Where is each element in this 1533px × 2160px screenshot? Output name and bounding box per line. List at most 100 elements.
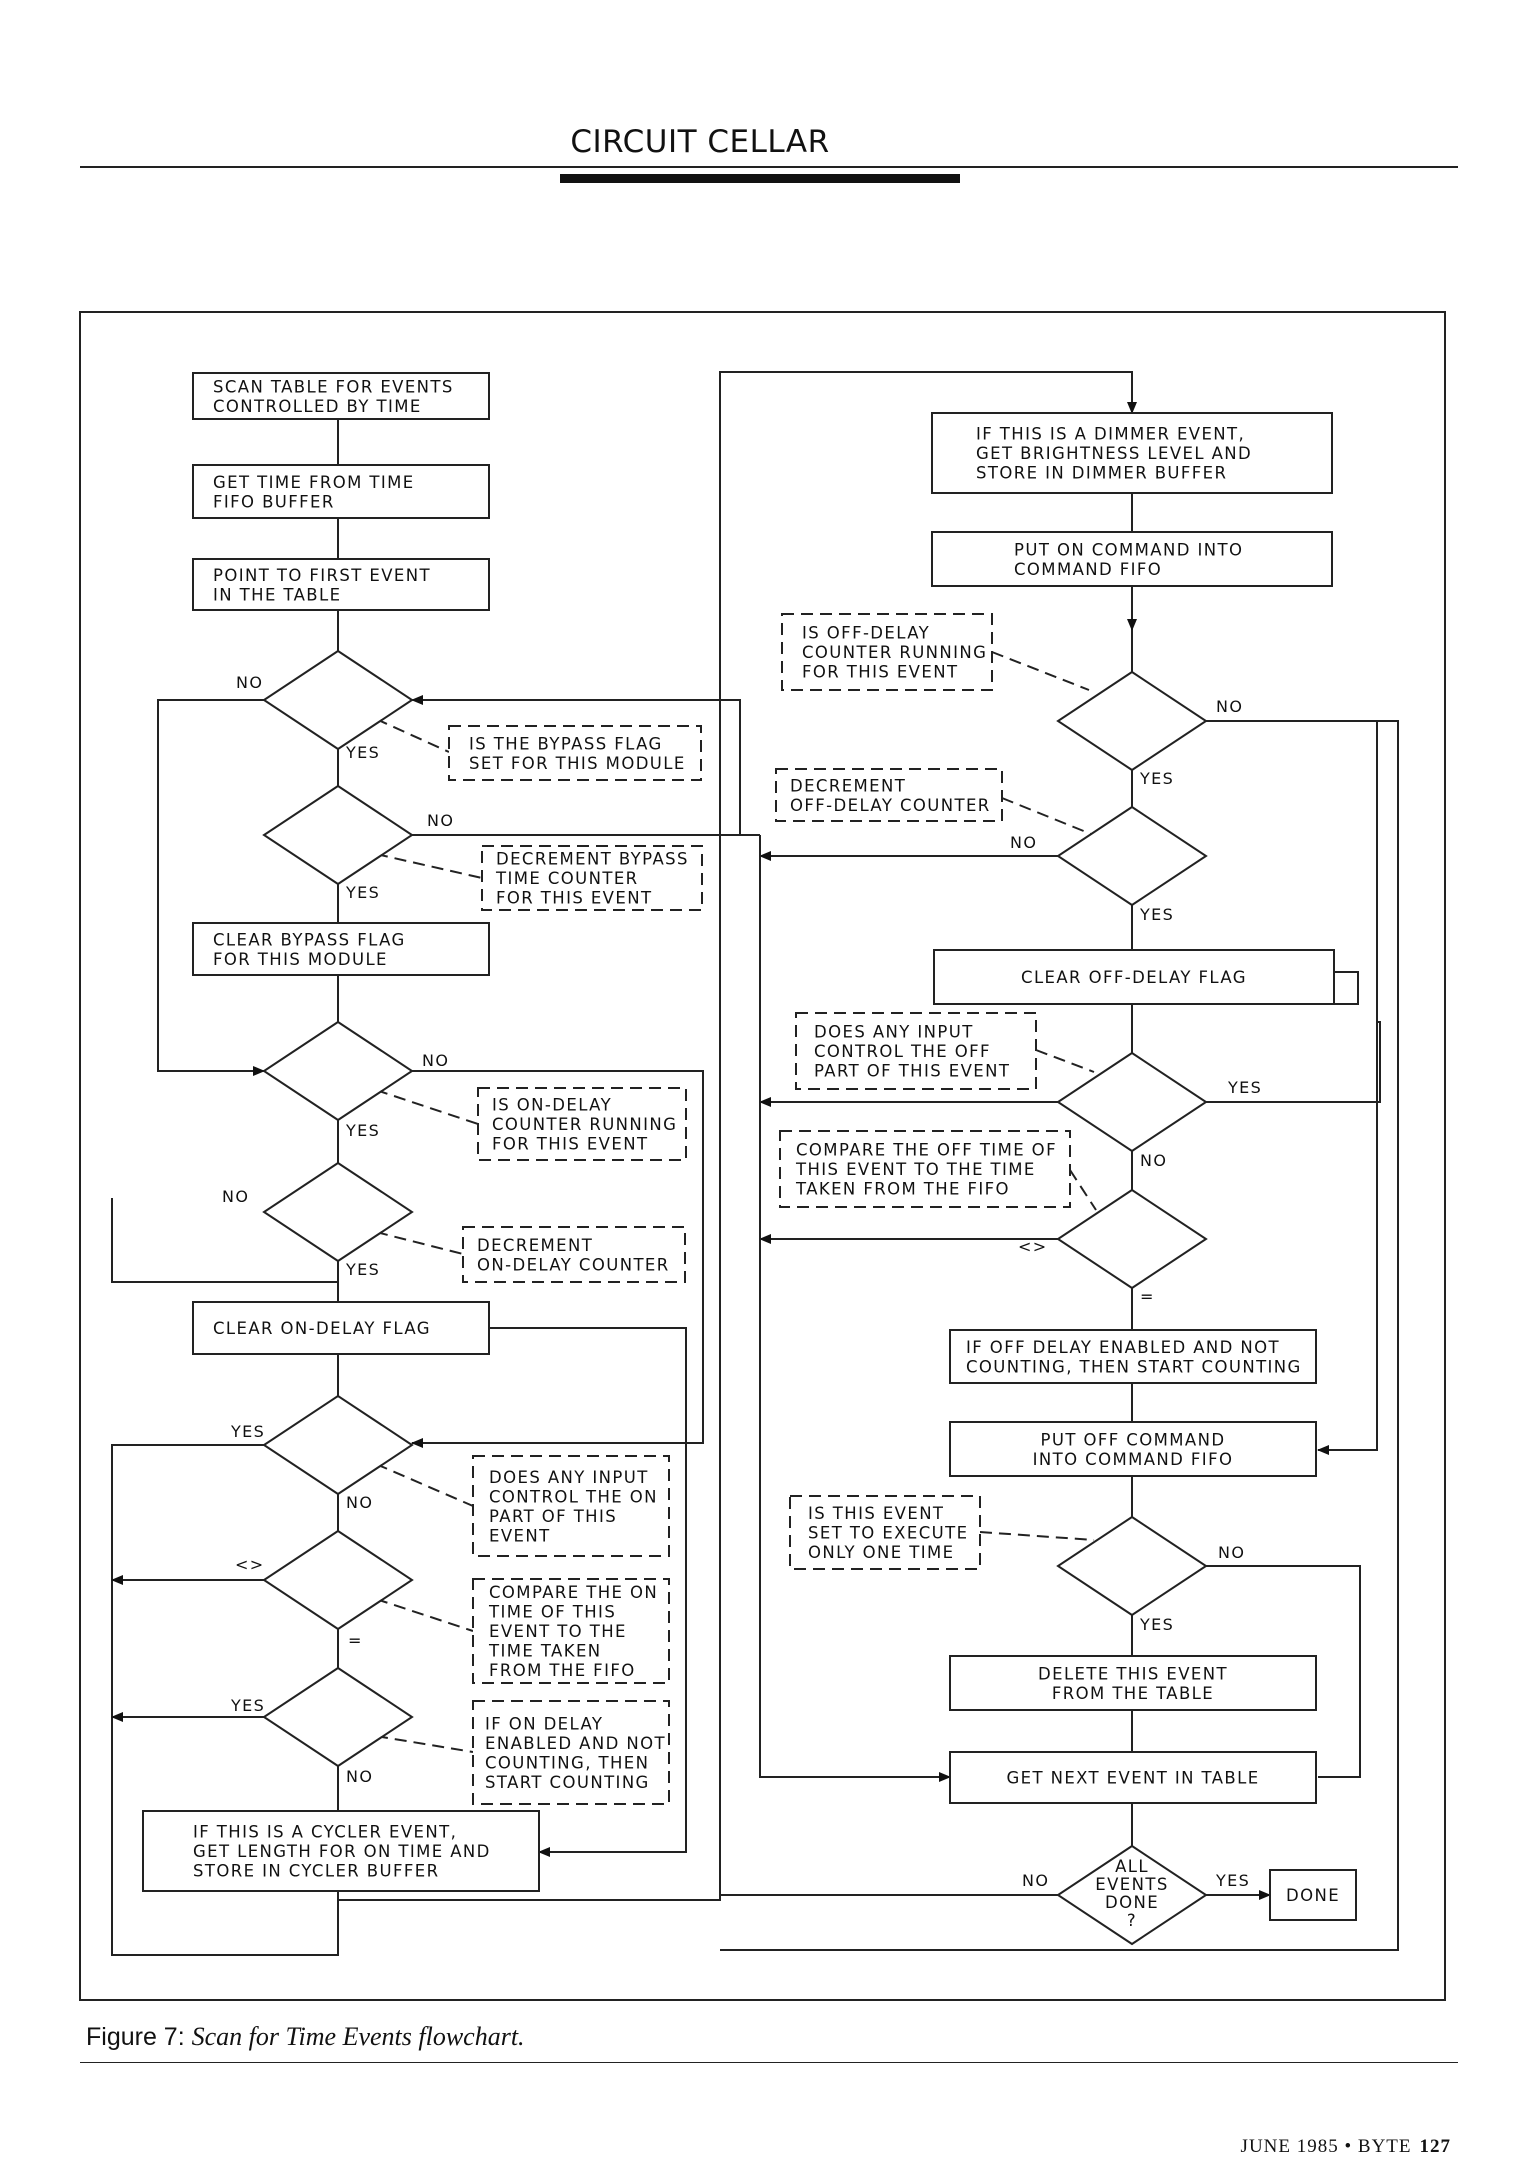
decrement-on-delay-note-text: DECREMENT [477, 1236, 593, 1255]
flow-line [991, 651, 1090, 691]
decrement-off-note-text: OFF-DELAY COUNTER [790, 796, 991, 815]
decrement-bypass-note-text: DECREMENT BYPASS [496, 850, 689, 869]
off-delay-note-text: COUNTER RUNNING [802, 643, 987, 662]
flow-line [375, 1231, 464, 1255]
on-delay-zero-no-label: NO [222, 1187, 249, 1206]
get-time-box-text: FIFO BUFFER [213, 492, 335, 511]
flow-line [1334, 971, 1359, 1005]
on-delay-zero-decision [262, 1161, 414, 1263]
header-rule [80, 166, 1458, 168]
scan-table-box [192, 372, 490, 420]
dimmer-box-text: GET BRIGHTNESS LEVEL AND [976, 444, 1252, 463]
bypass-decision [262, 649, 414, 751]
on-delay-enabled-note-text: IF ON DELAY [485, 1714, 603, 1733]
cycler-box-text: IF THIS IS A CYCLER EVENT, [193, 1823, 457, 1842]
compare-off-note [779, 1130, 1071, 1208]
bypass-flag-note-text: SET FOR THIS MODULE [469, 754, 686, 773]
clear-bypass-box-text: CLEAR BYPASS FLAG [213, 930, 406, 949]
all-done-yes-label: YES [1215, 1871, 1250, 1890]
bypass-yes-label: YES [345, 743, 380, 762]
compare-off-ne-label: <> [1018, 1237, 1048, 1256]
page-header-title: CIRCUIT CELLAR [570, 124, 830, 160]
decrement-on-delay-note-text: ON-DELAY COUNTER [477, 1255, 670, 1274]
off-delay-note-text: FOR THIS EVENT [802, 663, 958, 682]
on-delay-zero-yes-label: YES [345, 1260, 380, 1279]
clear-off-delay-box [933, 949, 1335, 1005]
on-delay-note-text: COUNTER RUNNING [492, 1115, 677, 1134]
flow-line [375, 1598, 474, 1632]
compare-off-note-text: COMPARE THE OFF TIME OF [796, 1141, 1057, 1160]
decrement-on-delay-note [462, 1226, 686, 1283]
input-on-note-text: EVENT [489, 1526, 551, 1545]
bypass-flag-note-text: IS THE BYPASS FLAG [469, 734, 663, 753]
all-done-text: DONE [1105, 1893, 1159, 1912]
flow-line [1206, 1565, 1361, 1778]
clear-on-delay-box [192, 1301, 490, 1355]
on-delay-note-text: IS ON-DELAY [492, 1096, 612, 1115]
on-delay-enabled-note-text: COUNTING, THEN [485, 1753, 649, 1772]
input-off-decision [1056, 1051, 1208, 1153]
off-delay-zero-no-label: NO [1010, 833, 1037, 852]
all-done-no-label: NO [1022, 1871, 1049, 1890]
input-off-note-text: DOES ANY INPUT [814, 1023, 974, 1042]
flow-line [157, 699, 265, 1076]
clear-bypass-box-text: FOR THIS MODULE [213, 950, 388, 969]
flow-line [375, 1463, 474, 1507]
on-delay-yes-label: YES [345, 1121, 380, 1140]
off-delay-note [781, 613, 993, 691]
figure-frame [79, 311, 1446, 2001]
decrement-bypass-note-text: FOR THIS EVENT [496, 889, 652, 908]
page-footer: JUNE 1985 • BYTE 127 [1241, 2136, 1451, 2158]
flow-line [1206, 1021, 1381, 1103]
off-delay-note-text: IS OFF-DELAY [802, 624, 930, 643]
on-delay-enabled-yes-label: YES [230, 1696, 265, 1715]
figure-caption: Figure 7: Scan for Time Events flowchart… [86, 2022, 525, 2052]
input-off-note-text: PART OF THIS EVENT [814, 1062, 1010, 1081]
decrement-bypass-note-text: TIME COUNTER [495, 869, 639, 888]
cycler-box-text: STORE IN CYCLER BUFFER [193, 1862, 439, 1881]
next-event-box [949, 1751, 1317, 1804]
scan-table-box-text: SCAN TABLE FOR EVENTS [213, 377, 454, 396]
compare-on-note-text: EVENT TO THE [489, 1622, 627, 1641]
get-time-box [192, 464, 490, 519]
execute-once-decision [1056, 1515, 1208, 1617]
input-on-note-text: DOES ANY INPUT [489, 1468, 649, 1487]
off-delay-yes-label: YES [1139, 769, 1174, 788]
decrement-bypass-note [481, 845, 703, 911]
footer-issue: JUNE 1985 • BYTE [1240, 2136, 1412, 2157]
input-on-note-text: PART OF THIS [489, 1507, 617, 1526]
delete-event-box-text: FROM THE TABLE [1052, 1684, 1214, 1703]
point-first-event-box-text: IN THE TABLE [213, 585, 341, 604]
compare-off-decision [1056, 1188, 1208, 1290]
compare-on-decision [262, 1529, 414, 1631]
clear-off-delay-box-text: CLEAR OFF-DELAY FLAG [1021, 968, 1247, 987]
on-delay-enabled-note-text: ENABLED AND NOT [485, 1734, 666, 1753]
cycler-box [142, 1810, 540, 1892]
input-off-note [795, 1012, 1037, 1090]
compare-off-note-text: TAKEN FROM THE FIFO [795, 1180, 1010, 1199]
execute-once-yes-label: YES [1139, 1615, 1174, 1634]
off-delay-zero-yes-label: YES [1139, 905, 1174, 924]
flow-line [375, 853, 483, 879]
flow-line [979, 1531, 1095, 1541]
clear-bypass-box [192, 922, 490, 976]
bypass-zero-yes-label: YES [345, 883, 380, 902]
scan-table-box-text: CONTROLLED BY TIME [213, 397, 422, 416]
compare-on-eq-label: = [348, 1631, 363, 1650]
get-time-box-text: GET TIME FROM TIME [213, 473, 415, 492]
input-off-no-label: NO [1140, 1151, 1167, 1170]
all-done-text: ALL [1115, 1857, 1149, 1876]
compare-off-note-text: THIS EVENT TO THE TIME [795, 1160, 1036, 1179]
compare-on-note-text: TIME OF THIS [488, 1603, 616, 1622]
decrement-off-note [775, 768, 1003, 822]
page-number: 127 [1419, 2136, 1451, 2157]
all-done-text: ? [1127, 1911, 1137, 1930]
put-on-command-box-text: PUT ON COMMAND INTO [1014, 540, 1243, 559]
put-off-command-box-text: INTO COMMAND FIFO [1033, 1450, 1234, 1469]
compare-on-ne-label: <> [235, 1555, 265, 1574]
off-delay-enabled-box [949, 1329, 1317, 1384]
delete-event-box [949, 1655, 1317, 1711]
caption-rule [80, 2062, 1458, 2063]
put-on-command-box [931, 531, 1333, 587]
figure-label: Figure 7: [86, 2023, 185, 2051]
